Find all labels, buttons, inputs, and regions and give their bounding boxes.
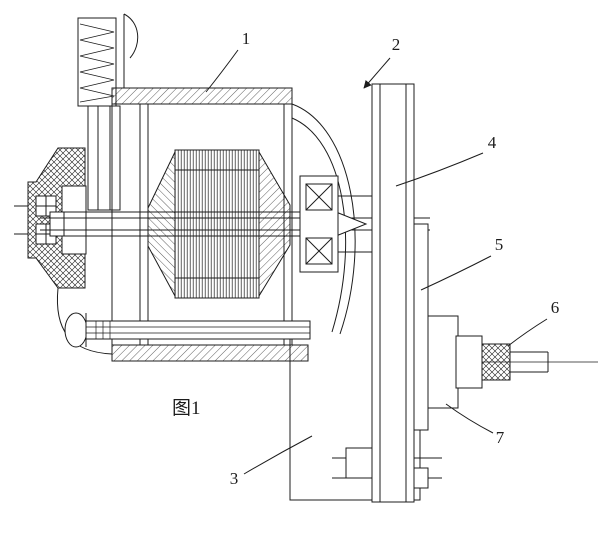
- leader-2-arrow: [363, 57, 391, 89]
- rotor-winding-right: [258, 150, 291, 298]
- coil-lead-hook: [123, 13, 139, 59]
- label-5: 5: [495, 235, 504, 254]
- leader-7: [445, 403, 494, 434]
- output-bracket-strip: [413, 223, 429, 431]
- leader-4: [395, 152, 484, 187]
- fastening-bolt: [64, 312, 311, 348]
- leader-3: [243, 435, 313, 475]
- label-1: 1: [242, 29, 251, 48]
- leader-lines: [205, 49, 548, 475]
- brush-holder-body: [87, 105, 121, 211]
- housing-bottom-wall: [111, 344, 309, 362]
- commutator: [299, 175, 372, 273]
- output-assembly: [413, 223, 598, 431]
- end-cap-inner-panel: [61, 185, 87, 255]
- bolt-head: [64, 312, 88, 348]
- label-3: 3: [230, 469, 239, 488]
- brush-holder: [87, 105, 121, 211]
- plate-body: [371, 83, 415, 503]
- plate-foot: [413, 467, 429, 489]
- shaft-left-stub: [49, 211, 65, 237]
- bell-arc-inner: [291, 117, 347, 333]
- rotor-core: [174, 149, 260, 299]
- figure-caption: 图1: [172, 398, 201, 419]
- output-step: [455, 335, 483, 389]
- leader-5: [420, 255, 492, 291]
- seal-cross: [305, 183, 333, 211]
- label-6: 6: [551, 298, 560, 317]
- shaft-pinion-tip: [335, 211, 368, 237]
- label-2: 2: [392, 35, 401, 54]
- output-bearing: [481, 343, 511, 381]
- leader-6: [507, 318, 548, 347]
- coil-zigzag: [79, 23, 115, 103]
- gearbox-outline: [289, 334, 421, 501]
- coil-spring: [77, 13, 139, 107]
- leader-1: [205, 49, 239, 93]
- rotor: [147, 149, 291, 299]
- bell-arc-outer: [291, 103, 356, 335]
- rotor-winding-left: [147, 151, 176, 297]
- label-4: 4: [488, 133, 497, 152]
- gear-housing-arc: [291, 103, 356, 335]
- label-7: 7: [496, 428, 505, 447]
- seal-cross: [305, 237, 333, 265]
- output-hub-block: [427, 315, 459, 409]
- housing-top-wall: [111, 87, 293, 105]
- figure-labels: 1 2 3 4 5 6 7: [230, 29, 560, 488]
- bolt-shank: [85, 320, 311, 340]
- housing-cavity: [139, 103, 293, 346]
